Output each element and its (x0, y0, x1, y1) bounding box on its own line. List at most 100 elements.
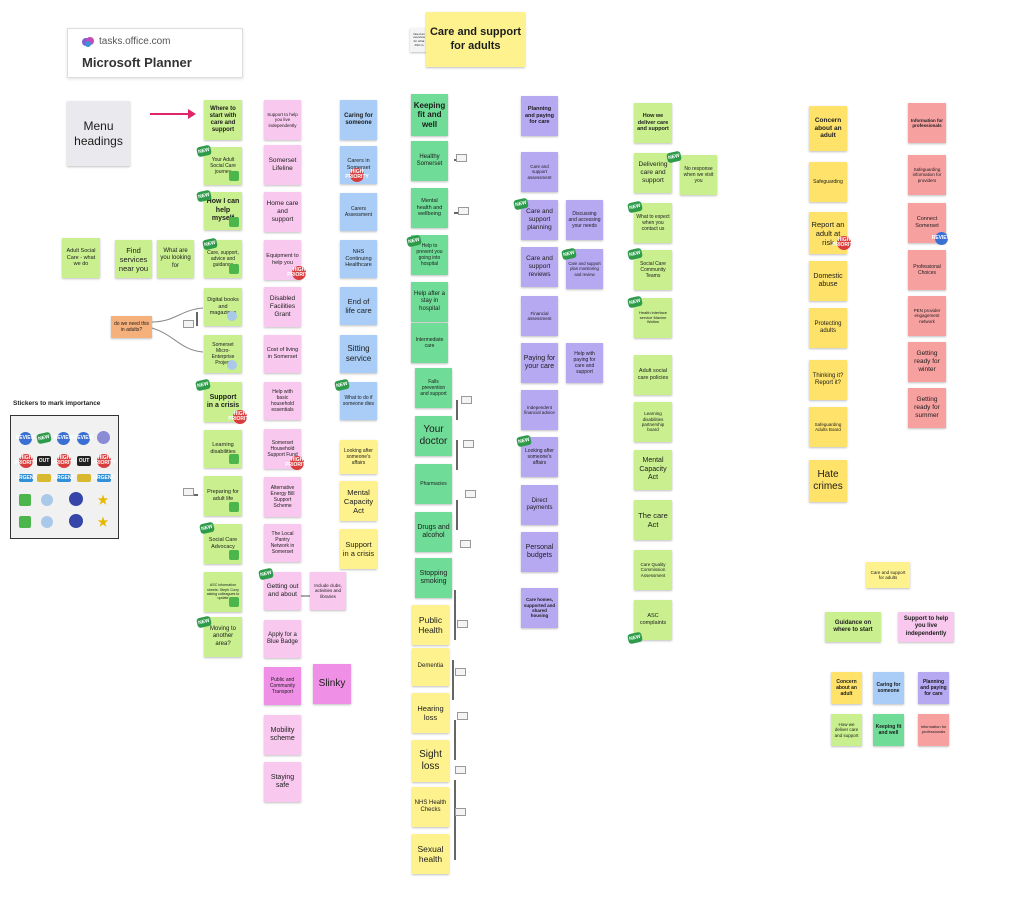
col7-item-3[interactable]: Domestic abuse (809, 261, 847, 301)
col5-item-6[interactable]: Independent financial advice (521, 390, 558, 430)
col2-item-13[interactable]: Mobility scheme (264, 715, 301, 755)
col6-item-9[interactable]: Care Quality Commission Assessment (634, 550, 672, 590)
col6-item-1[interactable]: Delivering care and support (634, 153, 672, 193)
col8-item-3[interactable]: Professional Choices (908, 250, 946, 290)
col7-item-6[interactable]: Safeguarding Adults Board (809, 407, 847, 447)
note-need-in-adults[interactable]: do we need this in adults? (111, 316, 152, 338)
col2-item-11[interactable]: Apply for a Blue Badge (264, 620, 301, 658)
col3-item-0[interactable]: Caring for someone (340, 100, 377, 140)
col2-item-2[interactable]: Home care and support (264, 192, 301, 232)
note-no-response[interactable]: No response when we visit you (680, 155, 717, 195)
new-sticker-icon[interactable]: NEW (36, 431, 52, 445)
col2-item-0[interactable]: Support to help you live independently (264, 100, 301, 140)
legend-planning[interactable]: Planning and paying for care (918, 672, 949, 704)
comment-marker-icon[interactable] (183, 320, 194, 328)
col2-item-4[interactable]: Disabled Facilities Grant (264, 287, 301, 327)
col8-item-4[interactable]: PEN provider engagement network (908, 296, 946, 336)
col4-item-15[interactable]: NHS Health Checks (412, 787, 449, 827)
col6-item-10[interactable]: ASC complaints (634, 600, 672, 640)
col5-item-5[interactable]: Paying for your care (521, 343, 558, 383)
review-sticker-icon[interactable]: REVIEW (74, 432, 93, 445)
star-sticker-icon[interactable] (37, 474, 51, 482)
high-priority-sticker-icon[interactable]: HIGH PRIORITY (52, 454, 76, 468)
comment-marker-icon[interactable] (460, 540, 471, 548)
col6-item-5[interactable]: Adult social care policies (634, 355, 672, 395)
col3-item-8[interactable]: Mental Capacity Act (340, 481, 377, 521)
col5-item-8[interactable]: Direct payments (521, 485, 558, 525)
comment-marker-icon[interactable] (458, 207, 469, 215)
note-find-services[interactable]: Find services near you (115, 240, 152, 278)
col6-item-0[interactable]: How we deliver care and support (634, 103, 672, 143)
comment-marker-icon[interactable] (461, 396, 472, 404)
col6-item-8[interactable]: The care Act (634, 500, 672, 540)
review-sticker-icon[interactable]: REVIEW (54, 432, 73, 445)
col3-item-2[interactable]: Carers Assessment (340, 193, 377, 231)
col2-item-8[interactable]: Alternative Energy Bill Support Scheme (264, 477, 301, 517)
note-adult-social-care[interactable]: Adult Social Care - what we do (62, 238, 100, 278)
col4-item-11[interactable]: Public Health (412, 605, 449, 645)
col3-item-4[interactable]: End of life care (340, 287, 377, 325)
comment-marker-icon[interactable] (183, 488, 194, 496)
overview-note[interactable]: Need an overview for what ASC is (410, 28, 428, 52)
col4-item-4[interactable]: Help after a stay in hospital (411, 282, 448, 322)
col1-item-4[interactable]: Digital books and magazines (204, 288, 242, 326)
col5-item-7[interactable]: Looking after someone's affairs (521, 437, 558, 477)
high-priority-sticker-icon[interactable]: HIGH PRIORITY (14, 454, 38, 468)
col8-item-0[interactable]: Information for professionals (908, 103, 946, 143)
legend-title[interactable]: Care and support for adults (866, 562, 910, 588)
col3-item-7[interactable]: Looking after someone's affairs (340, 440, 377, 474)
col2-item-6[interactable]: Help with basic household essentials (264, 382, 301, 420)
col1-item-0[interactable]: Where to start with care and support (204, 100, 242, 140)
bubble-sticker-icon[interactable] (41, 516, 53, 528)
col3-item-3[interactable]: NHS Continuing Healthcare (340, 240, 377, 278)
star-sticker-icon[interactable]: ★ (97, 515, 109, 529)
comment-marker-icon[interactable] (457, 712, 468, 720)
menu-headings[interactable]: Menu headings (67, 101, 130, 166)
col7-item-1[interactable]: Safeguarding (809, 162, 847, 202)
review-sticker-icon[interactable]: REVIEW (16, 432, 35, 445)
legend-keeping[interactable]: Keeping fit and well (873, 714, 904, 746)
col2-item-12[interactable]: Public and Community Transport (264, 667, 301, 705)
col4-item-12[interactable]: Dementia (412, 648, 449, 686)
out-sticker-icon[interactable]: OUT (37, 456, 51, 466)
col2-item-5[interactable]: Cost of living in Somerset (264, 335, 301, 373)
comment-marker-icon[interactable] (455, 668, 466, 676)
col4-item-13[interactable]: Hearing loss (412, 693, 449, 733)
col4-item-2[interactable]: Mental health and wellbeing (411, 188, 448, 228)
col7-item-5[interactable]: Thinking it? Report it? (809, 360, 847, 400)
comment-marker-icon[interactable] (457, 620, 468, 628)
col6-item-7[interactable]: Mental Capacity Act (634, 450, 672, 490)
col5-item-0[interactable]: Planning and paying for care (521, 96, 558, 136)
urgent-sticker-icon[interactable]: URGENT (15, 474, 37, 482)
thumbs-up-sticker-icon[interactable] (19, 494, 31, 506)
note-include-clubs[interactable]: Include clubs, activities and libraries (310, 572, 346, 610)
note-what-looking[interactable]: What are you looking for (157, 240, 194, 278)
col2-item-10[interactable]: Getting out and about (264, 572, 301, 610)
out-sticker-icon[interactable]: OUT (77, 456, 91, 466)
urgent-sticker-icon[interactable]: URGENT (53, 474, 75, 482)
col5-item-4[interactable]: Financial assessment (521, 296, 558, 336)
col4-item-3[interactable]: Help to prevent you going into hospital (411, 235, 448, 275)
col5-item-10[interactable]: Care homes, supported and shared housing (521, 588, 558, 628)
note-help-paying[interactable]: Help with paying for care and support (566, 343, 603, 383)
bubble-sticker-icon[interactable] (97, 431, 110, 444)
legend-caring[interactable]: Caring for someone (873, 672, 904, 704)
col4-item-16[interactable]: Sexual health (412, 834, 449, 874)
col4-item-10[interactable]: Stopping smoking (415, 558, 452, 598)
badge-sticker-icon[interactable] (69, 492, 83, 506)
col4-item-7[interactable]: Your doctor (415, 416, 452, 456)
note-discussing-needs[interactable]: Discussing and accessing your needs (566, 200, 603, 240)
col4-item-6[interactable]: Falls prevention and support (415, 368, 452, 408)
col7-item-4[interactable]: Protecting adults (809, 308, 847, 348)
col4-item-14[interactable]: Sight loss (412, 740, 449, 782)
main-title[interactable]: Care and support for adults (426, 12, 525, 67)
col4-item-9[interactable]: Drugs and alcohol (415, 512, 452, 552)
comment-marker-icon[interactable] (456, 154, 467, 162)
col4-item-5[interactable]: Intermediate care (411, 323, 448, 363)
col8-item-6[interactable]: Getting ready for summer (908, 388, 946, 428)
star-sticker-icon[interactable]: ★ (97, 493, 109, 507)
urgent-sticker-icon[interactable]: URGENT (93, 474, 115, 482)
col4-item-0[interactable]: Keeping fit and well (411, 94, 448, 136)
legend-info-prof[interactable]: Information for professionals (918, 714, 949, 746)
col7-item-0[interactable]: Concern about an adult (809, 106, 847, 151)
